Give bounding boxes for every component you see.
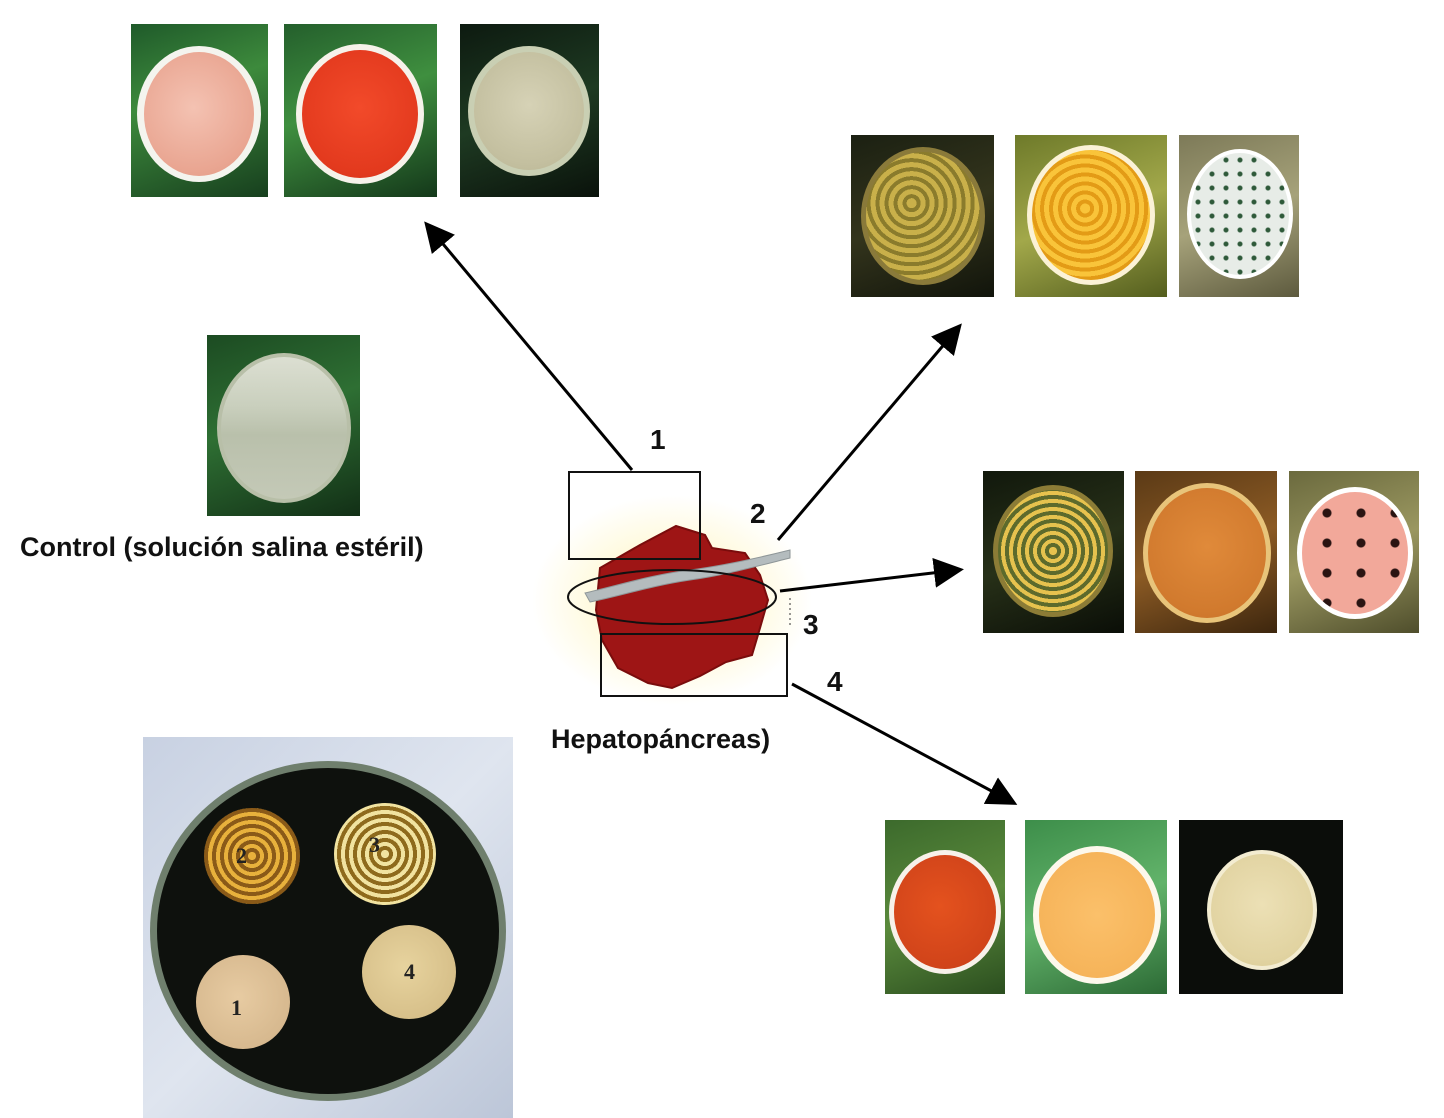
arrow-1 <box>424 221 634 471</box>
organ-caption: Hepatopáncreas) <box>551 724 771 754</box>
sample-box-1 <box>568 471 701 560</box>
control-caption: Control (solución salina estéril) <box>20 532 424 562</box>
plate-photo-r4-a <box>885 820 1005 994</box>
region-label-2: 2 <box>750 498 766 529</box>
control-plate-photo <box>207 335 360 516</box>
arrow-3 <box>779 557 964 593</box>
region-label-4: 4 <box>827 666 843 697</box>
plate-photo-r4-b <box>1025 820 1167 994</box>
plate-photo-r1-a <box>131 24 268 197</box>
plate-photo-r2-a <box>851 135 994 297</box>
plate-photo-r2-c <box>1179 135 1299 297</box>
sample-ellipse-3 <box>567 569 777 625</box>
arrow-2 <box>776 323 962 541</box>
plate-photo-r3-c <box>1289 471 1419 633</box>
plate-photo-r1-c <box>460 24 599 197</box>
region-label-3: 3 <box>803 609 819 640</box>
combined-dish-spot-label-1: 1 <box>231 995 242 1020</box>
plate-photo-r4-c <box>1179 820 1343 994</box>
combined-dish-spot-label-2: 2 <box>236 843 247 868</box>
plate-photo-r3-a <box>983 471 1124 633</box>
organ-gray-band <box>584 549 791 603</box>
combined-dish-spot-label-3: 3 <box>369 832 380 857</box>
combined-petri-dish-photo <box>143 737 513 1118</box>
combined-dish-spot-label-4: 4 <box>404 959 415 984</box>
region-label-1: 1 <box>650 424 666 455</box>
sample-box-4 <box>600 633 788 697</box>
arrow-4 <box>791 682 1018 805</box>
plate-photo-r3-b <box>1135 471 1277 633</box>
plate-photo-r2-b <box>1015 135 1167 297</box>
plate-photo-r1-b <box>284 24 437 197</box>
